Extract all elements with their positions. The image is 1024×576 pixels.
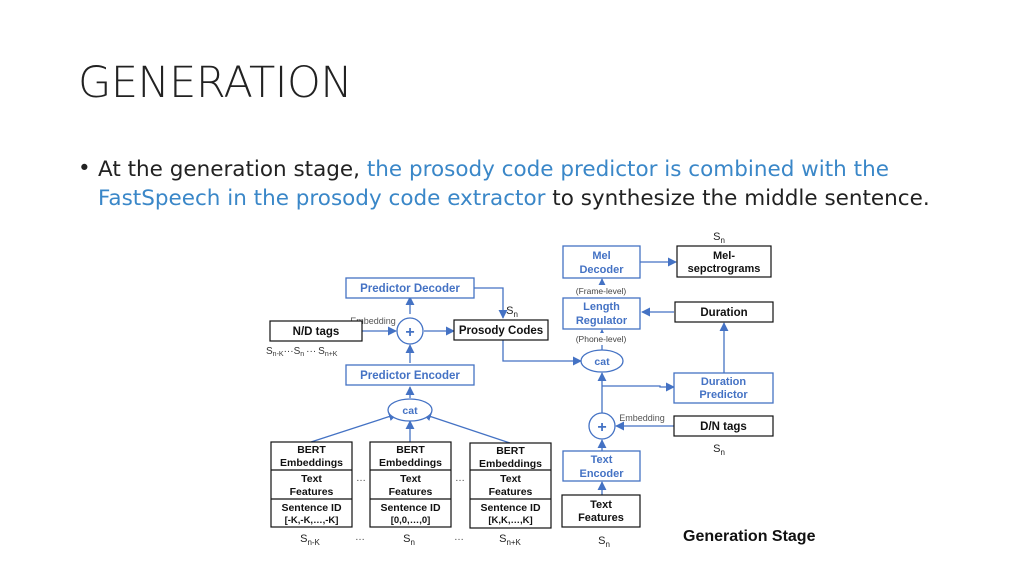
dn-tags-label: D/N tags [700, 421, 747, 433]
fastspeech-plus-node: + [588, 412, 616, 440]
sentence-id-label: Sentence ID[K,K,…,K] [480, 502, 541, 526]
prosody-sn-label: Sn [506, 305, 518, 319]
bullet-text: At the generation stage, the prosody cod… [78, 155, 978, 213]
predictor-embedding-label: Embedding [350, 316, 396, 326]
svg-text:…: … [455, 473, 465, 484]
fastspeech-plus-label: + [597, 419, 606, 436]
sentence-id-label: Sentence ID[0,0,…,0] [380, 502, 441, 526]
predictor-encoder-label: Predictor Encoder [360, 370, 460, 382]
bullet-highlight: the prosody code predictor is combined w… [98, 157, 889, 211]
column-ellipses: … … … … [355, 473, 465, 543]
svg-text:…: … [356, 473, 366, 484]
column-s-label: Sn+K [499, 533, 521, 547]
nd-tags-label: N/D tags [293, 326, 340, 338]
bullet-text-part2: to synthesize the middle sentence. [545, 186, 930, 211]
svg-text:…: … [355, 532, 365, 543]
fastspeech-embedding-label: Embedding [619, 413, 665, 423]
duration-label: Duration [700, 307, 747, 319]
fastspeech-cat-label: cat [594, 356, 610, 368]
sentence-id-label: Sentence ID[-K,-K,…,-K] [281, 502, 342, 526]
text-features-sn-label: Sn [598, 535, 610, 549]
column-s-label: Sn-K [300, 533, 320, 547]
dn-sn-label: Sn [713, 443, 725, 457]
nd-tags-box: N/D tags [269, 320, 363, 342]
predictor-decoder-label: Predictor Decoder [360, 283, 460, 295]
dn-tags-box: D/N tags [673, 415, 774, 437]
predictor-decoder-box: Predictor Decoder [345, 277, 475, 299]
svg-text:…: … [454, 532, 464, 543]
predictor-cat-node: cat [387, 398, 433, 422]
predictor-encoder-box: Predictor Encoder [345, 364, 475, 386]
mel-sn-label: Sn [713, 231, 725, 245]
predictor-cat-label: cat [402, 405, 418, 417]
connectors [310, 257, 729, 495]
mel-spectrograms-label: Mel-sepctrograms [688, 250, 761, 275]
predictor-plus-label: + [405, 324, 414, 341]
duration-box: Duration [674, 301, 774, 323]
bullet-text-part1: At the generation stage, [98, 157, 367, 182]
mel-spectrograms-box: Mel-sepctrograms [676, 245, 772, 278]
slide-title: GENERATION [78, 58, 353, 108]
fastspeech-cat-node: cat [580, 349, 624, 373]
frame-level-label: (Frame-level) [576, 286, 627, 296]
predictor-plus-node: + [396, 317, 424, 345]
bullet-point: • At the generation stage, the prosody c… [78, 155, 978, 213]
column-s-label: Sn [403, 533, 415, 547]
prosody-codes-label: Prosody Codes [459, 325, 543, 337]
prosody-codes-box: Prosody Codes [453, 319, 549, 341]
phone-level-label: (Phone-level) [576, 334, 627, 344]
nd-tags-sequence: Sn-K···Sn···Sn+K [266, 346, 338, 358]
stage-label: Generation Stage [683, 528, 816, 545]
bullet-dot: • [78, 156, 91, 181]
